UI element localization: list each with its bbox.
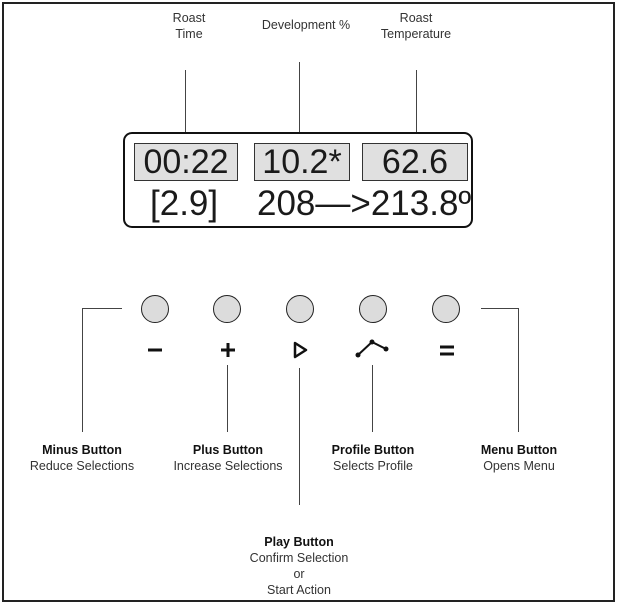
callout-play-description-2: or xyxy=(293,567,305,581)
callout-play-title: Play Button xyxy=(264,535,334,549)
plus-icon xyxy=(221,343,235,357)
leader-development xyxy=(299,62,300,142)
callout-minus-description: Reduce Selections xyxy=(29,459,135,473)
callout-menu-title: Menu Button xyxy=(480,443,558,457)
play-icon xyxy=(293,341,308,359)
plus-button[interactable] xyxy=(213,295,241,323)
callout-play-description-1: Confirm Selection xyxy=(249,551,349,565)
callout-play: Play Button Confirm Selection or Start A… xyxy=(234,534,364,598)
leader-profile xyxy=(372,365,373,432)
callout-profile-title: Profile Button xyxy=(331,443,415,457)
label-roast-temperature: Roast Temperature xyxy=(368,10,464,42)
play-button[interactable] xyxy=(286,295,314,323)
label-development: Development % xyxy=(240,17,372,33)
leader-menu-h xyxy=(481,308,519,309)
leader-menu-v xyxy=(518,308,519,432)
menu-icon xyxy=(440,345,454,356)
leader-plus xyxy=(227,365,228,432)
profile-icon xyxy=(355,339,389,358)
label-roast-temperature-line1: Roast xyxy=(399,11,433,25)
label-roast-time: Roast Time xyxy=(149,10,229,42)
leader-minus-v xyxy=(82,308,83,432)
label-roast-temperature-line2: Temperature xyxy=(380,27,452,41)
callout-profile-description: Selects Profile xyxy=(333,459,413,473)
leader-roast-time xyxy=(185,70,186,142)
figure-frame xyxy=(2,2,615,602)
callout-plus-description: Increase Selections xyxy=(173,459,283,473)
label-development-text: Development % xyxy=(261,18,351,32)
callout-play-description-3: Start Action xyxy=(267,583,331,597)
callout-plus: Plus Button Increase Selections xyxy=(157,442,299,474)
roast-temperature-readout: 62.6 xyxy=(362,143,468,181)
minus-icon xyxy=(148,348,162,352)
callout-profile: Profile Button Selects Profile xyxy=(314,442,432,474)
callout-menu-description: Opens Menu xyxy=(483,459,555,473)
secondary-readout: [2.9] xyxy=(150,184,219,223)
roast-time-readout: 00:22 xyxy=(134,143,238,181)
temperature-change-readout: 208—>213.8º xyxy=(257,184,472,223)
label-roast-time-line1: Roast xyxy=(172,11,206,25)
leader-play xyxy=(299,368,300,505)
menu-button[interactable] xyxy=(432,295,460,323)
callout-minus: Minus Button Reduce Selections xyxy=(17,442,147,474)
callout-plus-title: Plus Button xyxy=(192,443,264,457)
leader-roast-temperature xyxy=(416,70,417,142)
leader-minus-h xyxy=(82,308,122,309)
callout-menu: Menu Button Opens Menu xyxy=(463,442,575,474)
profile-button[interactable] xyxy=(359,295,387,323)
lcd-display: 00:22 10.2* 62.6 [2.9] 208—>213.8º xyxy=(123,132,473,228)
label-roast-time-line2: Time xyxy=(175,27,203,41)
development-readout: 10.2* xyxy=(254,143,350,181)
callout-minus-title: Minus Button xyxy=(42,443,122,457)
minus-button[interactable] xyxy=(141,295,169,323)
